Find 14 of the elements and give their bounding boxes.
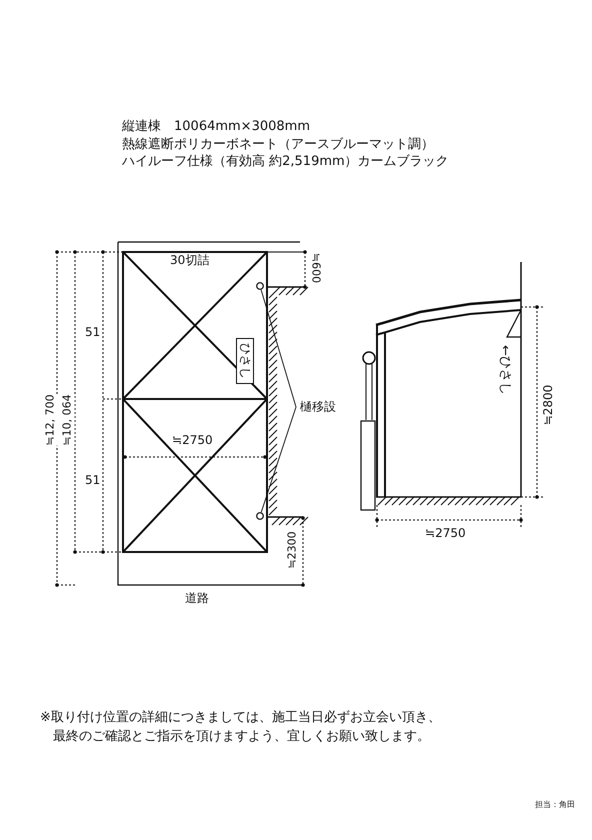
leader-line bbox=[260, 406, 296, 513]
downspout-circle bbox=[256, 512, 264, 520]
eave-pointer-text: ←ひさし bbox=[496, 345, 512, 395]
dimension-text: ≒12, 700 bbox=[44, 394, 58, 446]
staff-text: 担当：角田 bbox=[535, 800, 575, 810]
road-label: 道路 bbox=[185, 592, 209, 606]
callout-text: 樋移設 bbox=[296, 398, 340, 416]
spec-text: 縦連棟 10064mm×3008mm bbox=[122, 120, 310, 135]
leader-line bbox=[260, 289, 296, 408]
eave-label-box: ひさし bbox=[236, 338, 254, 384]
dimension-text: ≒10, 064 bbox=[62, 394, 74, 446]
note-text: 30切詰 bbox=[170, 254, 210, 268]
spec-text: ハイルーフ仕様（有効高 約2,519mm）カームブラック bbox=[122, 155, 449, 170]
downspout-circle bbox=[256, 282, 264, 290]
